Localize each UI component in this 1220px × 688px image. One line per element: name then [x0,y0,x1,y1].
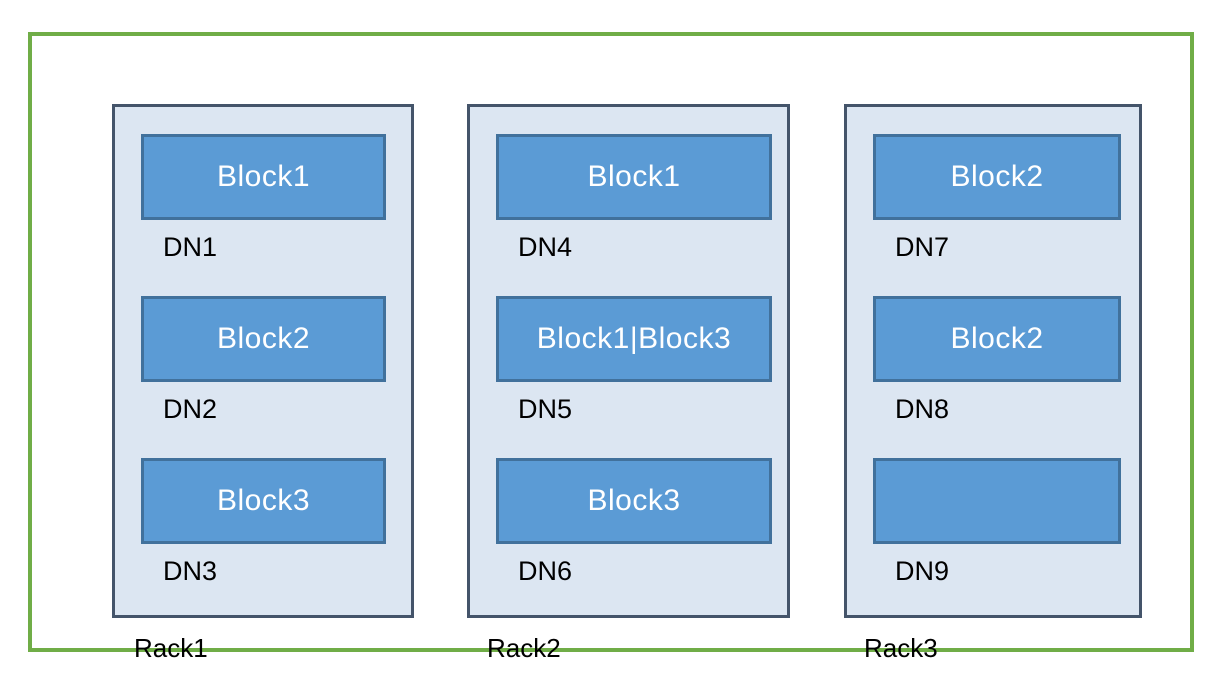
block-rect: Block2 [873,134,1121,220]
datanode-slot-dn3: Block3 DN3 [115,458,411,587]
block-label: Block3 [587,484,681,517]
rack-label: Rack2 [487,633,561,663]
block-rect: Block1 [496,134,772,220]
block-label: Block3 [216,484,311,517]
datanode-slot-dn4: Block1 DN4 [470,134,787,263]
outer-frame: Block1 DN1 Block2 DN2 Block3 DN3 Block1 [28,32,1194,663]
dn-label: DN3 [163,556,218,586]
dn-label: DN2 [163,394,218,424]
dn-label: DN4 [518,232,573,262]
datanode-slot-dn1: Block1 DN1 [115,134,411,263]
block-label: Block2 [950,160,1044,193]
rack-label: Rack1 [134,633,208,663]
block-rect: Block2 [141,296,386,382]
rack-3: Block2 DN7 Block2 DN8 DN9 [844,104,1142,618]
block-rect-empty [873,458,1121,544]
block-rect: Block3 [141,458,386,544]
rack-2: Block1 DN4 Block1|Block3 DN5 Block3 DN6 [467,104,790,618]
dn-label: DN1 [163,232,218,262]
dn-label: DN5 [518,394,573,424]
block-label: Block1 [216,160,311,193]
datanode-slot-dn6: Block3 DN6 [470,458,787,587]
block-label: Block1|Block3 [536,322,732,355]
dn-label: DN6 [518,556,573,586]
datanode-slot-dn9: DN9 [847,458,1139,587]
block-label: Block2 [216,322,311,355]
datanode-slot-dn2: Block2 DN2 [115,296,411,425]
block-label: Block2 [950,322,1044,355]
rack-1: Block1 DN1 Block2 DN2 Block3 DN3 [112,104,414,618]
dn-label: DN7 [895,232,950,262]
block-rect: Block2 [873,296,1121,382]
block-rect: Block1 [141,134,386,220]
datanode-slot-dn8: Block2 DN8 [847,296,1139,425]
datanode-slot-dn5: Block1|Block3 DN5 [470,296,787,425]
block-rect: Block1|Block3 [496,296,772,382]
rack-label: Rack3 [864,633,938,663]
block-label: Block1 [587,160,681,193]
datanode-slot-dn7: Block2 DN7 [847,134,1139,263]
dn-label: DN9 [895,556,950,586]
block-rect: Block3 [496,458,772,544]
dn-label: DN8 [895,394,950,424]
